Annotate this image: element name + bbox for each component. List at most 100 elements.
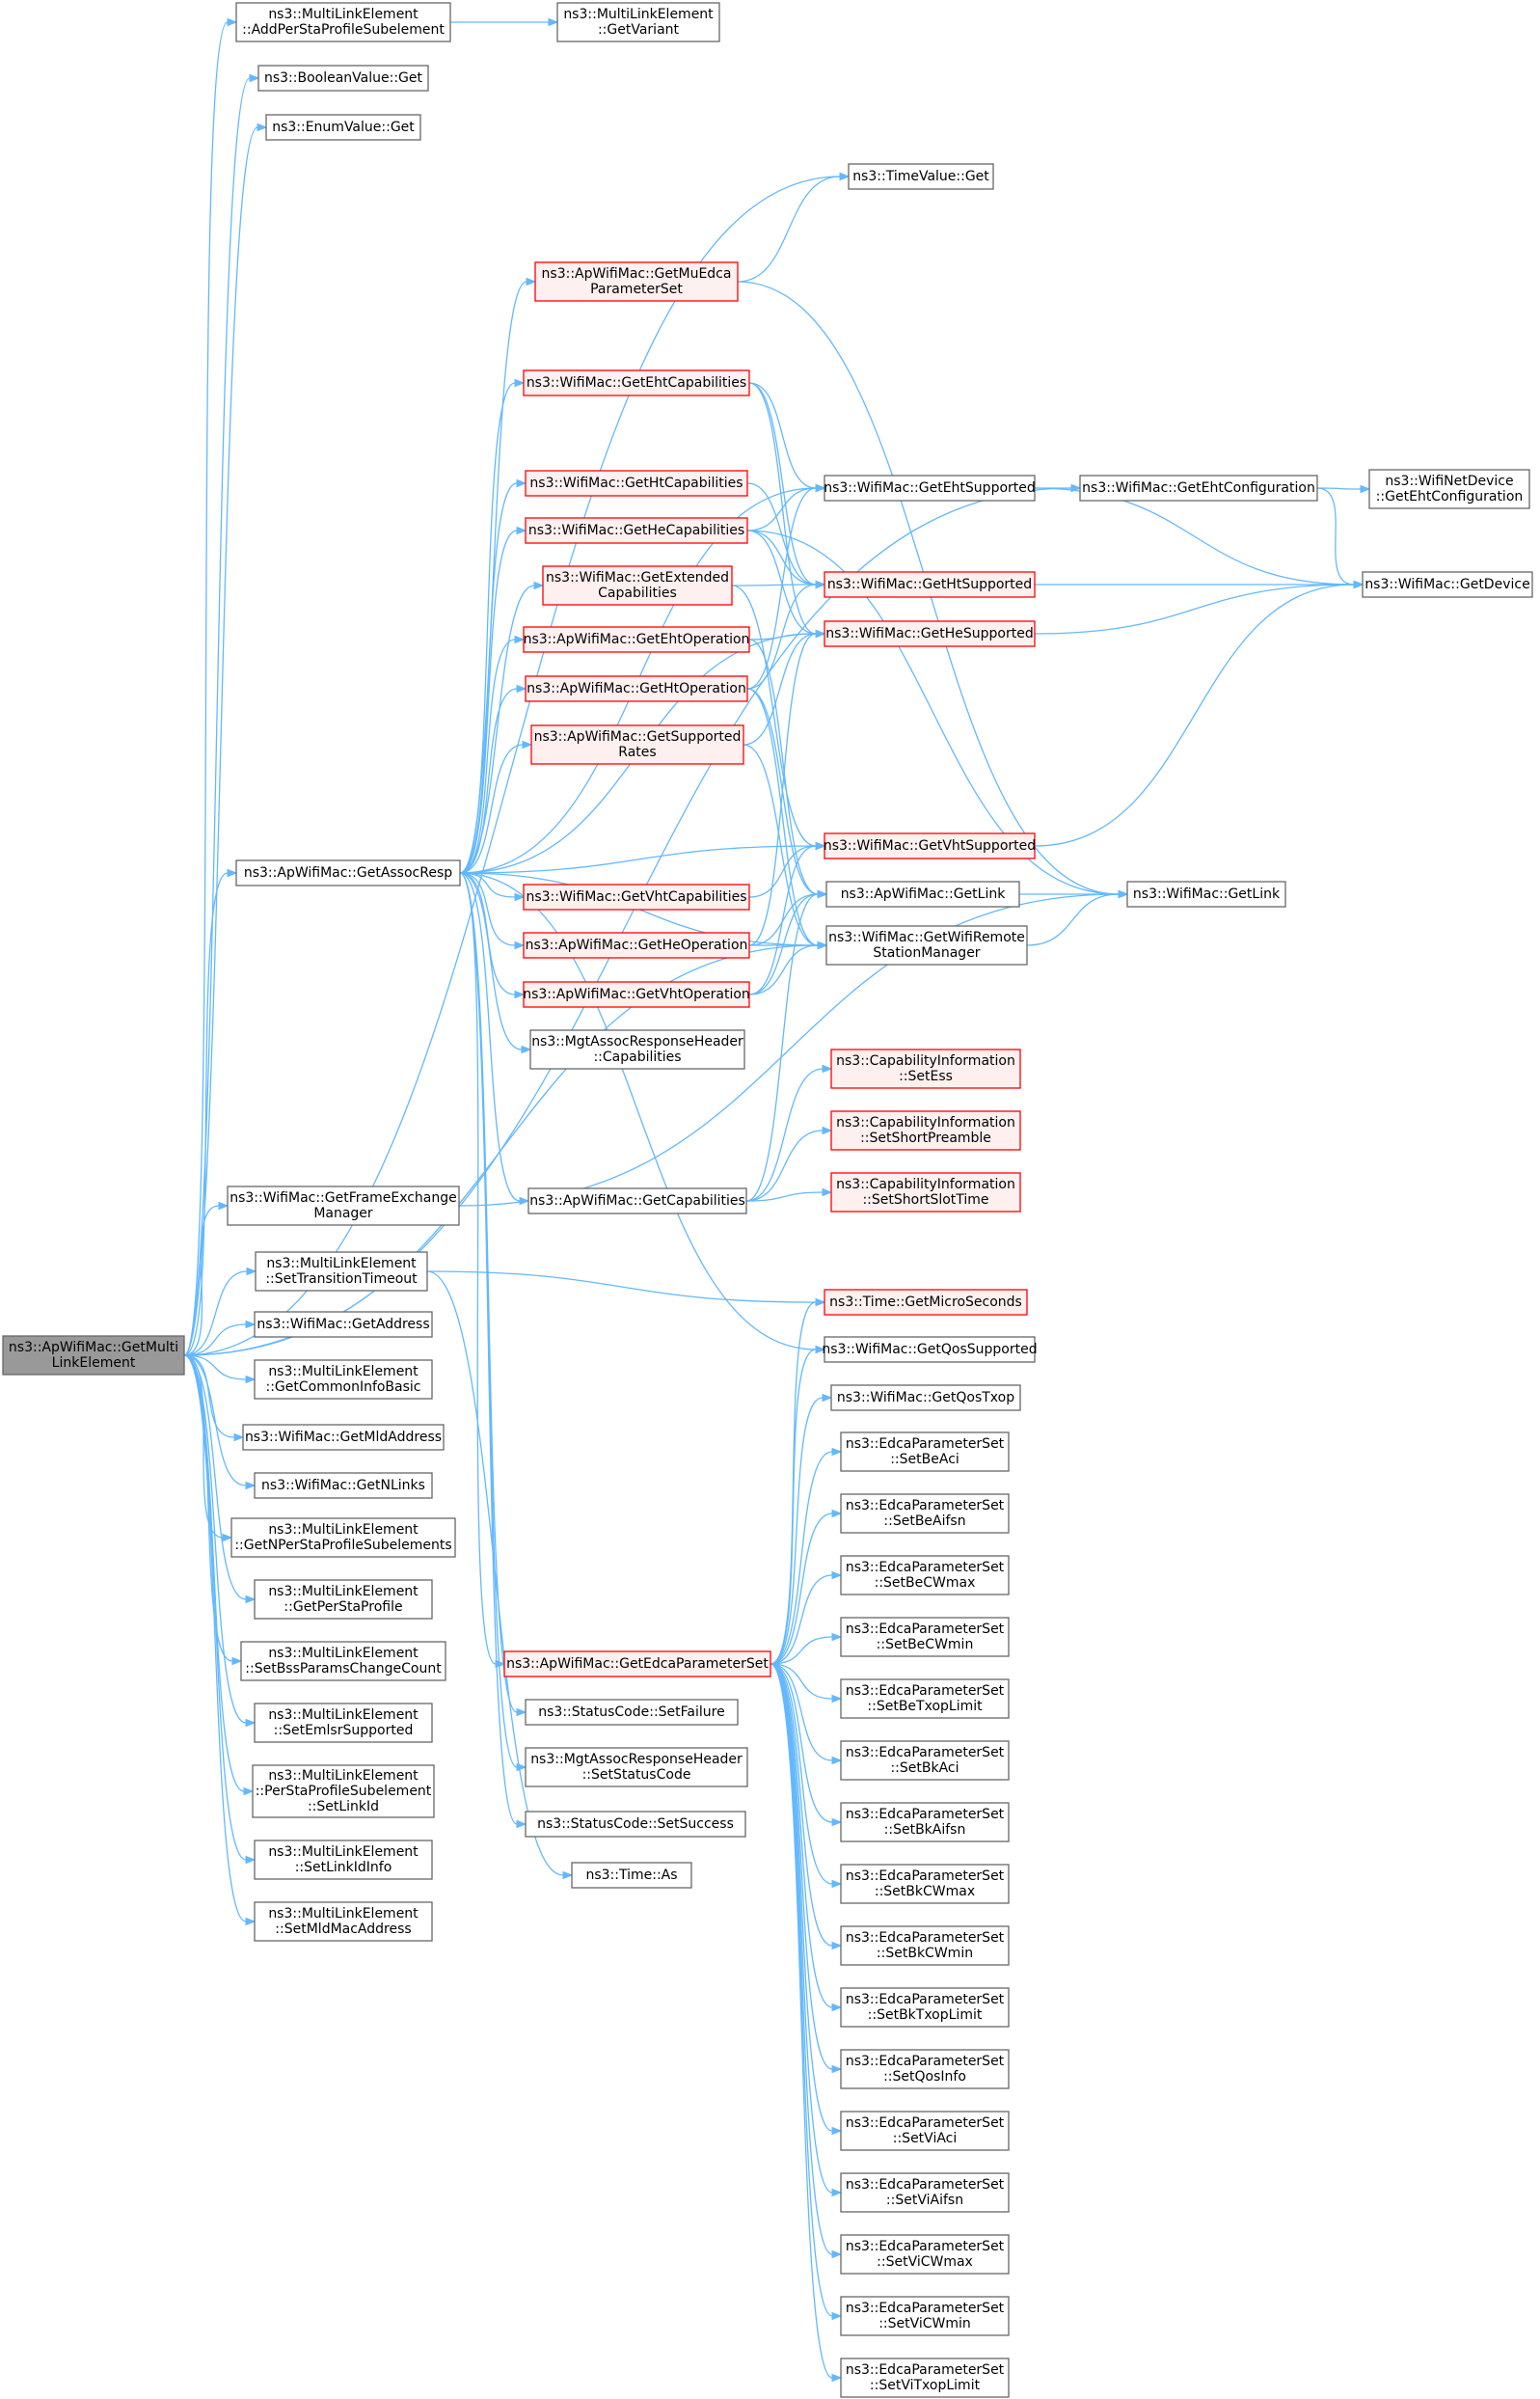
- node-setEss[interactable]: ns3::CapabilityInformation::SetEss: [830, 1049, 1021, 1089]
- node-setBkAci[interactable]: ns3::EdcaParameterSet::SetBkAci: [840, 1740, 1010, 1781]
- node-setViCWmin[interactable]: ns3::EdcaParameterSet::SetViCWmin: [840, 2296, 1010, 2336]
- node-getPerSta[interactable]: ns3::MultiLinkElement::GetPerStaProfile: [254, 1579, 433, 1620]
- node-setBeTxop[interactable]: ns3::EdcaParameterSet::SetBeTxopLimit: [840, 1678, 1010, 1719]
- node-getVhtOp[interactable]: ns3::ApWifiMac::GetVhtOperation: [523, 981, 750, 1008]
- edge-line: [770, 1513, 833, 1665]
- node-timeAs[interactable]: ns3::Time::As: [571, 1862, 692, 1889]
- node-timeGet[interactable]: ns3::TimeValue::Get: [848, 163, 994, 190]
- edge-line: [183, 77, 251, 1356]
- node-setShortSlot[interactable]: ns3::CapabilityInformation::SetShortSlot…: [830, 1172, 1021, 1213]
- node-getNLinks[interactable]: ns3::WifiMac::GetNLinks: [254, 1472, 433, 1499]
- node-getVhtSupp[interactable]: ns3::WifiMac::GetVhtSupported: [824, 832, 1036, 859]
- node-setViAci[interactable]: ns3::EdcaParameterSet::SetViAci: [840, 2111, 1010, 2151]
- edge-arrowhead: [516, 1819, 527, 1829]
- node-setEmlsr[interactable]: ns3::MultiLinkElement::SetEmlsrSupported: [254, 1703, 433, 1743]
- node-netDevEhtConf[interactable]: ns3::WifiNetDevice::GetEhtConfiguration: [1368, 469, 1530, 509]
- node-getRsm[interactable]: ns3::WifiMac::GetWifiRemoteStationManage…: [825, 925, 1028, 966]
- edge-line: [746, 530, 1120, 895]
- node-getQosSupp[interactable]: ns3::WifiMac::GetQosSupported: [822, 1336, 1038, 1363]
- node-label: ns3::EdcaParameterSet: [846, 1436, 1005, 1452]
- node-wmGetLink[interactable]: ns3::WifiMac::GetLink: [1126, 881, 1286, 908]
- node-getQosTxop[interactable]: ns3::WifiMac::GetQosTxop: [830, 1384, 1021, 1411]
- edge-line: [183, 1354, 245, 1792]
- edge-arrowhead: [514, 990, 526, 999]
- node-getAssocResp[interactable]: ns3::ApWifiMac::GetAssocResp: [235, 859, 461, 886]
- node-label: ns3::CapabilityInformation: [836, 1177, 1015, 1192]
- node-setBeCWmax[interactable]: ns3::EdcaParameterSet::SetBeCWmax: [840, 1555, 1010, 1595]
- edge-arrowhead: [831, 1756, 843, 1765]
- node-setBssChg[interactable]: ns3::MultiLinkElement::SetBssParamsChang…: [240, 1641, 446, 1681]
- edge-line: [183, 1354, 233, 1662]
- node-getHeSupp[interactable]: ns3::WifiMac::GetHeSupported: [824, 620, 1036, 647]
- node-setBkCWmin[interactable]: ns3::EdcaParameterSet::SetBkCWmin: [840, 1925, 1010, 1966]
- node-apGetLink[interactable]: ns3::ApWifiMac::GetLink: [825, 881, 1020, 908]
- node-scSetFailure[interactable]: ns3::StatusCode::SetFailure: [525, 1699, 739, 1726]
- node-setLinkIdInfo[interactable]: ns3::MultiLinkElement::SetLinkIdInfo: [254, 1840, 433, 1880]
- node-enumGet[interactable]: ns3::EnumValue::Get: [265, 114, 421, 141]
- node-getHtSupp[interactable]: ns3::WifiMac::GetHtSupported: [824, 571, 1036, 598]
- node-getCommonInfo[interactable]: ns3::MultiLinkElement::GetCommonInfoBasi…: [254, 1359, 433, 1400]
- node-setTransTo[interactable]: ns3::MultiLinkElement::SetTransitionTime…: [255, 1251, 428, 1292]
- node-getDevice[interactable]: ns3::WifiMac::GetDevice: [1362, 571, 1533, 598]
- node-setBkTxop[interactable]: ns3::EdcaParameterSet::SetBkTxopLimit: [840, 1987, 1010, 2028]
- node-getHeCap[interactable]: ns3::WifiMac::GetHeCapabilities: [525, 517, 748, 544]
- node-mgtSetStatus[interactable]: ns3::MgtAssocResponseHeader::SetStatusCo…: [525, 1747, 748, 1787]
- node-box: [525, 517, 748, 544]
- edge-getHtOp-to-getEhtSupp: [746, 483, 826, 690]
- edge-getHeOp-to-apGetLink: [748, 889, 828, 946]
- node-box: [523, 369, 750, 396]
- node-setMldMac[interactable]: ns3::MultiLinkElement::SetMldMacAddress: [254, 1901, 433, 1942]
- edge-apGetCaps-to-apGetLink: [745, 889, 828, 1202]
- node-getMldAddr[interactable]: ns3::WifiMac::GetMldAddress: [242, 1424, 445, 1451]
- node-getEdca[interactable]: ns3::ApWifiMac::GetEdcaParameterSet: [503, 1650, 771, 1677]
- node-setBkAifsn[interactable]: ns3::EdcaParameterSet::SetBkAifsn: [840, 1802, 1010, 1842]
- edge-arrowhead: [815, 1345, 826, 1354]
- node-getEhtConf[interactable]: ns3::WifiMac::GetEhtConfiguration: [1079, 475, 1318, 502]
- node-setQosInfo[interactable]: ns3::EdcaParameterSet::SetQosInfo: [840, 2049, 1010, 2089]
- node-label: ns3::WifiMac::GetFrameExchange: [230, 1190, 457, 1206]
- node-getHtCap[interactable]: ns3::WifiMac::GetHtCapabilities: [525, 470, 748, 497]
- node-getNPerSta[interactable]: ns3::MultiLinkElement::GetNPerStaProfile…: [230, 1517, 456, 1558]
- node-setBkCWmax[interactable]: ns3::EdcaParameterSet::SetBkCWmax: [840, 1864, 1010, 1904]
- node-scSetSuccess[interactable]: ns3::StatusCode::SetSuccess: [525, 1811, 746, 1838]
- node-setBeAci[interactable]: ns3::EdcaParameterSet::SetBeAci: [840, 1431, 1010, 1472]
- node-setShortPre[interactable]: ns3::CapabilityInformation::SetShortPrea…: [830, 1110, 1021, 1151]
- node-apGetCaps[interactable]: ns3::ApWifiMac::GetCapabilities: [527, 1187, 747, 1214]
- node-getMicro[interactable]: ns3::Time::GetMicroSeconds: [824, 1289, 1028, 1316]
- edge-arrowhead: [227, 868, 238, 878]
- node-getHtOp[interactable]: ns3::ApWifiMac::GetHtOperation: [525, 675, 748, 702]
- edge-getAssocResp-to-getMuEdca: [459, 277, 537, 874]
- edge-arrowhead: [831, 1694, 843, 1704]
- node-getVhtCap[interactable]: ns3::WifiMac::GetVhtCapabilities: [523, 884, 750, 911]
- node-setViTxop[interactable]: ns3::EdcaParameterSet::SetViTxopLimit: [840, 2358, 1010, 2398]
- node-boolGet[interactable]: ns3::BooleanValue::Get: [257, 65, 429, 92]
- node-getEhtSupp[interactable]: ns3::WifiMac::GetEhtSupported: [824, 475, 1036, 502]
- node-getVariant[interactable]: ns3::MultiLinkElement::GetVariant: [556, 2, 720, 42]
- node-getEhtCap[interactable]: ns3::WifiMac::GetEhtCapabilities: [523, 369, 750, 396]
- node-mgtCap[interactable]: ns3::MgtAssocResponseHeader::Capabilitie…: [529, 1029, 745, 1070]
- node-setViAifsn[interactable]: ns3::EdcaParameterSet::SetViAifsn: [840, 2172, 1010, 2213]
- node-getHeOp[interactable]: ns3::ApWifiMac::GetHeOperation: [523, 932, 750, 959]
- edge-arrowhead: [815, 629, 826, 639]
- edge-line: [770, 1574, 833, 1665]
- node-box: [240, 1641, 446, 1681]
- edge-arrowhead: [1360, 484, 1371, 494]
- node-setBeCWmin[interactable]: ns3::EdcaParameterSet::SetBeCWmin: [840, 1617, 1010, 1657]
- node-box: [525, 1811, 746, 1838]
- node-addPerSta[interactable]: ns3::MultiLinkElement::AddPerStaProfileS…: [235, 2, 451, 42]
- node-perStaSetLinkId[interactable]: ns3::MultiLinkElement::PerStaProfileSube…: [252, 1764, 435, 1818]
- node-getEhtOp[interactable]: ns3::ApWifiMac::GetEhtOperation: [523, 626, 750, 653]
- edge-getEdca-to-setViCWmax: [770, 1663, 843, 2259]
- edge-line: [1034, 487, 1355, 586]
- edge-line: [748, 944, 819, 995]
- node-setBeAifsn[interactable]: ns3::EdcaParameterSet::SetBeAifsn: [840, 1493, 1010, 1534]
- node-getAddress[interactable]: ns3::WifiMac::GetAddress: [254, 1311, 433, 1338]
- node-setViCWmax[interactable]: ns3::EdcaParameterSet::SetViCWmax: [840, 2234, 1010, 2275]
- node-box: [242, 1424, 445, 1451]
